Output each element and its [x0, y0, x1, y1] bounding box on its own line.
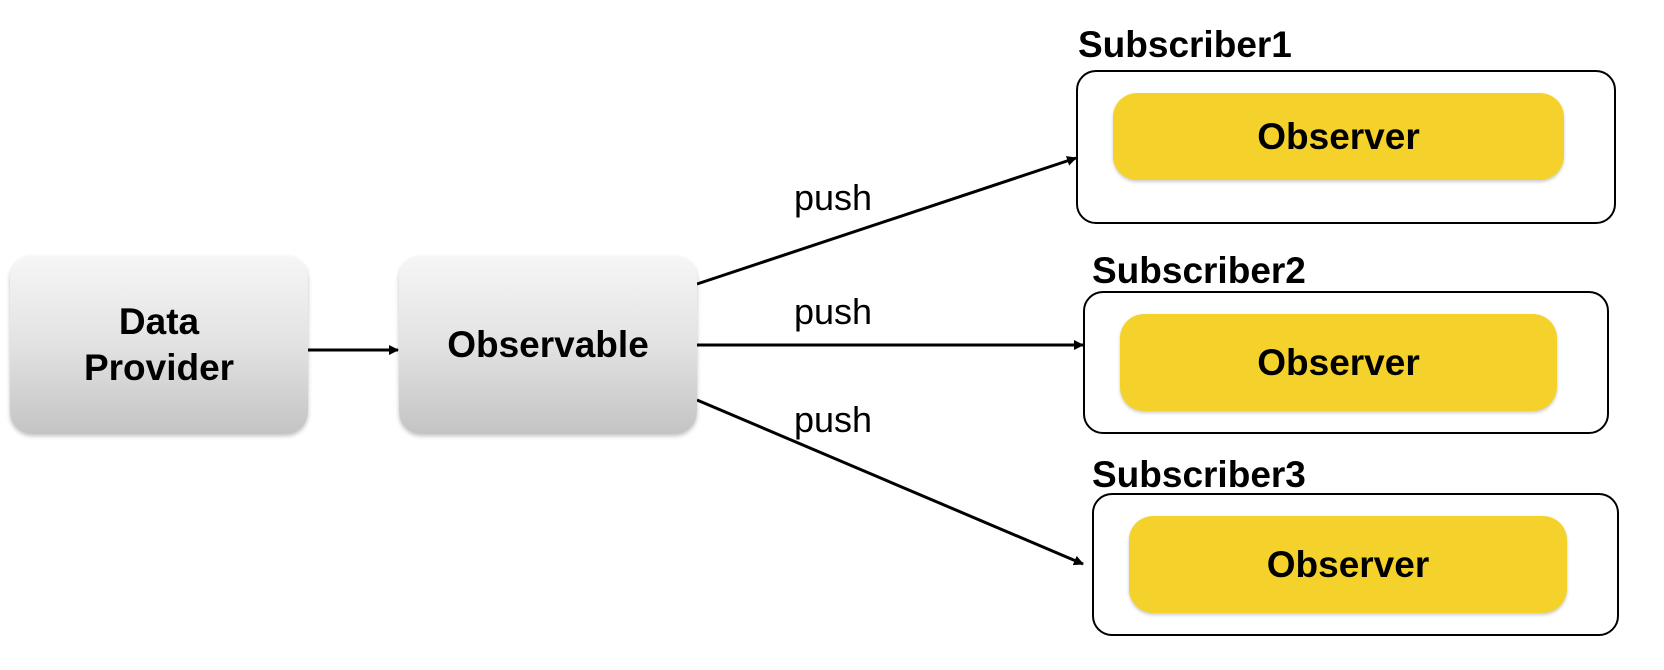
subscriber2-observer: Observer	[1120, 314, 1557, 411]
subscriber1-observer: Observer	[1113, 93, 1564, 180]
arrow-observable-to-subscriber1	[696, 156, 1077, 286]
subscriber2-title: Subscriber2	[1092, 250, 1306, 291]
data-provider-node: Data Provider	[10, 256, 308, 434]
subscriber1-observer-label: Observer	[1257, 115, 1420, 157]
observable-node: Observable	[399, 256, 697, 434]
subscriber3-title: Subscriber3	[1092, 454, 1306, 495]
arrow-observable-to-subscriber3	[696, 398, 1084, 566]
observable-label: Observable	[447, 324, 649, 365]
push-label-2: push	[794, 291, 873, 332]
data-provider-label: Data Provider	[83, 301, 235, 388]
subscriber2-observer-label: Observer	[1257, 341, 1420, 383]
subscriber3-observer-label: Observer	[1266, 543, 1430, 585]
push-label-1: push	[794, 177, 873, 218]
subscriber1-title: Subscriber1	[1078, 24, 1292, 65]
push-label-3: push	[794, 399, 873, 440]
subscriber3-observer: Observer	[1129, 516, 1567, 613]
